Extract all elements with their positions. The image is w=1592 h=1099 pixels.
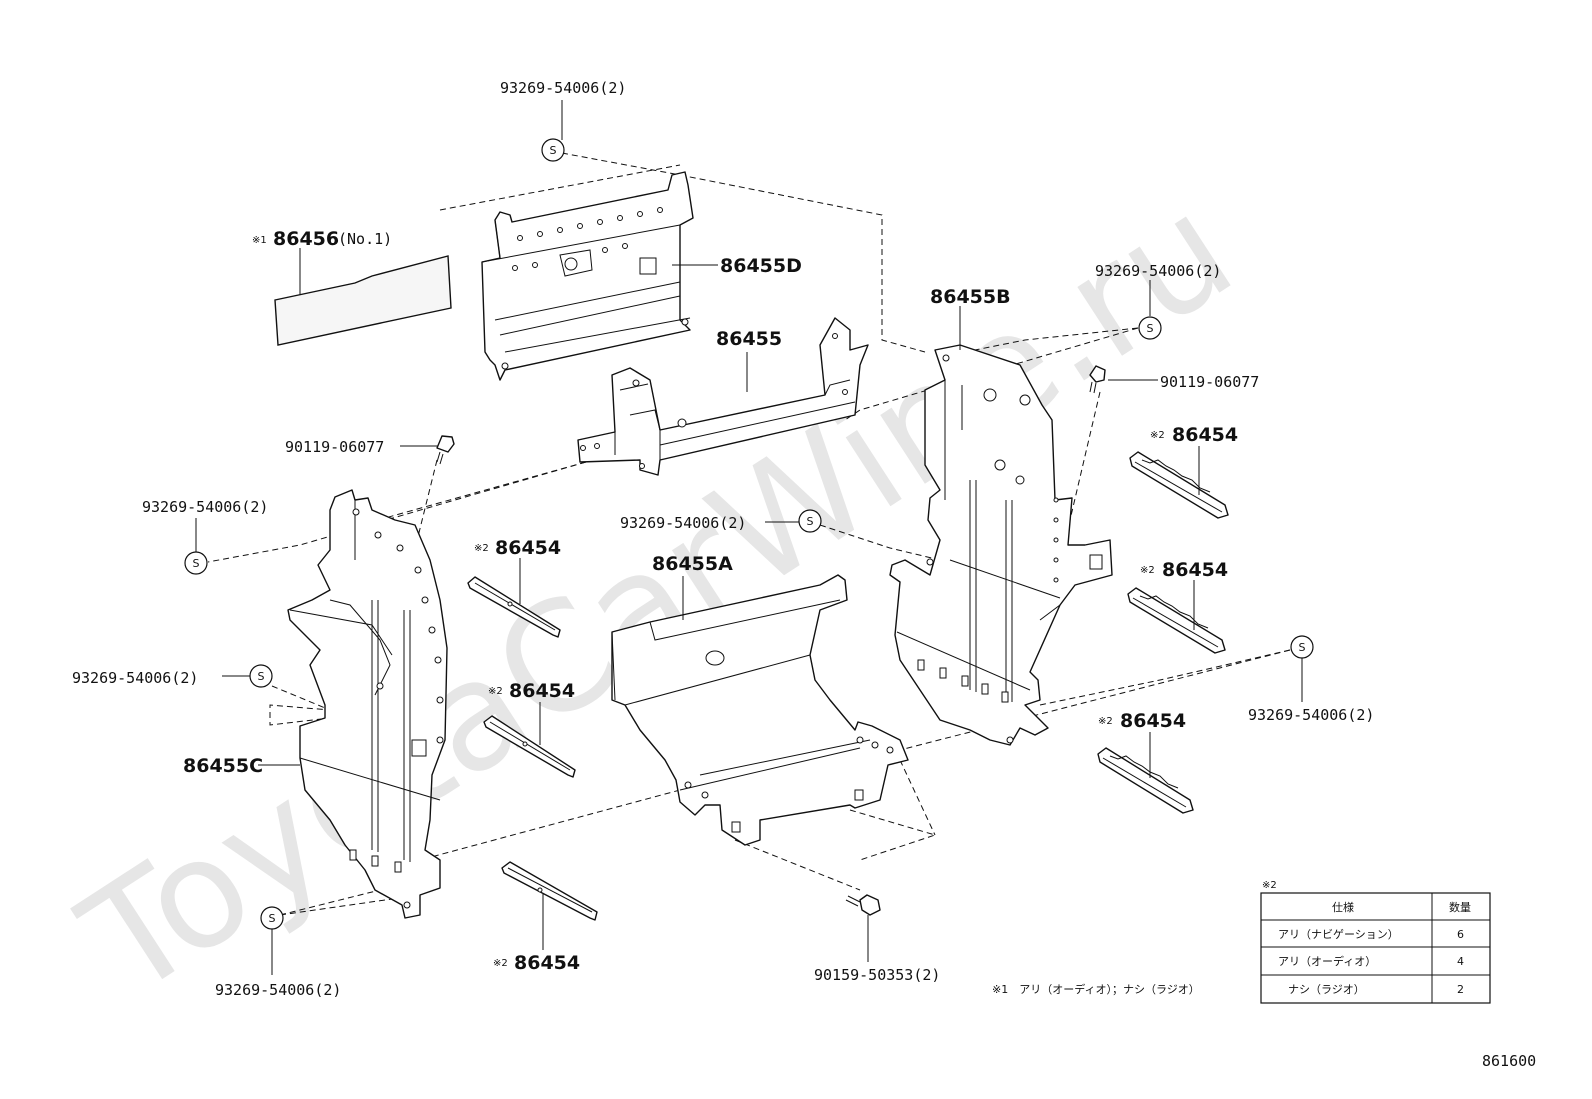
svg-text:S: S [269,912,276,925]
label-86455A[interactable]: 86455A [652,553,733,575]
label-left-upper-screw[interactable]: 93269-54006(2) [142,498,268,516]
label-rail-lm-mark: ※2 [488,686,503,697]
spec-table: ※2 仕様 数量 アリ（ナビゲーション） 6 アリ（オーディオ） 4 ナシ（ラジ… [1260,880,1491,1004]
table-row-spec: アリ（オーディオ） [1278,954,1376,968]
label-mid-screw[interactable]: 93269-54006(2) [620,514,746,532]
part-labels: 93269-54006(2) ※1 86456 (No.1) 86455D 93… [72,79,1374,999]
label-rail-b-mark: ※2 [493,958,508,969]
label-rail-rt-mark: ※2 [1150,430,1165,441]
table-row-qty: 6 [1457,928,1464,941]
table-row-spec: アリ（ナビゲーション） [1278,928,1399,941]
label-rail-lt[interactable]: 86454 [495,537,561,559]
label-right-bolt[interactable]: 90119-06077 [1160,373,1259,391]
svg-text:S: S [258,670,265,683]
label-rail-lm[interactable]: 86454 [509,680,575,702]
s-marks: S S S S S S S [184,138,1314,930]
table-header-qty: 数量 [1449,901,1471,914]
note-1: ※1 アリ（オーディオ）；ナシ（ラジオ） [992,982,1200,996]
s-mark-right-top: S [1138,316,1162,340]
rail-86454-bottom[interactable] [501,861,598,921]
rail-86454-right-bottom[interactable] [1097,747,1194,814]
svg-text:S: S [193,557,200,570]
label-rail-rm[interactable]: 86454 [1162,559,1228,581]
table-row-qty: 2 [1457,983,1464,996]
rail-86454-right-top[interactable] [1129,451,1229,519]
s-mark-mid: S [798,509,822,533]
label-86455B[interactable]: 86455B [930,286,1011,308]
label-rail-rm-mark: ※2 [1140,565,1155,576]
table-row-qty: 4 [1457,955,1464,968]
table-mark: ※2 [1262,880,1277,891]
s-mark-bottom-left: S [260,906,284,930]
svg-text:S: S [807,515,814,528]
leader-lines [195,100,1303,975]
table-header-spec: 仕様 [1332,900,1354,914]
label-86456[interactable]: 86456 [273,228,339,250]
label-rail-rt[interactable]: 86454 [1172,424,1238,446]
label-top-screw[interactable]: 93269-54006(2) [500,79,626,97]
label-rail-lt-mark: ※2 [474,543,489,554]
part-86455B-panel[interactable] [889,344,1113,746]
rail-86454-left-mid[interactable] [483,715,576,778]
label-86456-suffix: (No.1) [338,230,392,248]
part-86455D-bracket[interactable] [481,171,694,381]
bottom-bolt-icon[interactable] [845,894,881,916]
rail-86454-left-top[interactable] [467,576,561,638]
label-left-mid-screw[interactable]: 93269-54006(2) [72,669,198,687]
part-86455-bracket[interactable] [577,317,869,476]
part-86456-pad[interactable] [274,255,452,346]
label-bottom-bolt[interactable]: 90159-50353(2) [814,966,940,984]
svg-text:S: S [550,144,557,157]
s-mark-top: S [541,138,565,162]
svg-text:S: S [1147,322,1154,335]
label-left-bolt[interactable]: 90119-06077 [285,438,384,456]
part-86455C-panel[interactable] [287,489,448,919]
s-mark-right-lower: S [1290,635,1314,659]
svg-text:S: S [1299,641,1306,654]
label-86455[interactable]: 86455 [716,328,782,350]
left-bolt-icon[interactable] [436,435,455,465]
table-row-spec: ナシ（ラジオ） [1288,983,1365,996]
s-mark-left-upper: S [184,551,208,575]
rail-86454-right-mid[interactable] [1127,587,1226,654]
label-rail-rb-mark: ※2 [1098,716,1113,727]
label-86456-mark: ※1 [252,235,267,246]
label-right-top-screw[interactable]: 93269-54006(2) [1095,262,1221,280]
label-86455C[interactable]: 86455C [183,755,263,777]
diagram-code: 861600 [1482,1052,1536,1070]
part-86455A-bracket[interactable] [611,574,909,846]
right-bolt-icon[interactable] [1089,365,1106,394]
label-rail-rb[interactable]: 86454 [1120,710,1186,732]
label-rail-b[interactable]: 86454 [514,952,580,974]
label-bottom-left-screw[interactable]: 93269-54006(2) [215,981,341,999]
s-mark-left-mid: S [249,664,273,688]
label-right-lower-screw[interactable]: 93269-54006(2) [1248,706,1374,724]
label-86455D[interactable]: 86455D [720,255,802,277]
